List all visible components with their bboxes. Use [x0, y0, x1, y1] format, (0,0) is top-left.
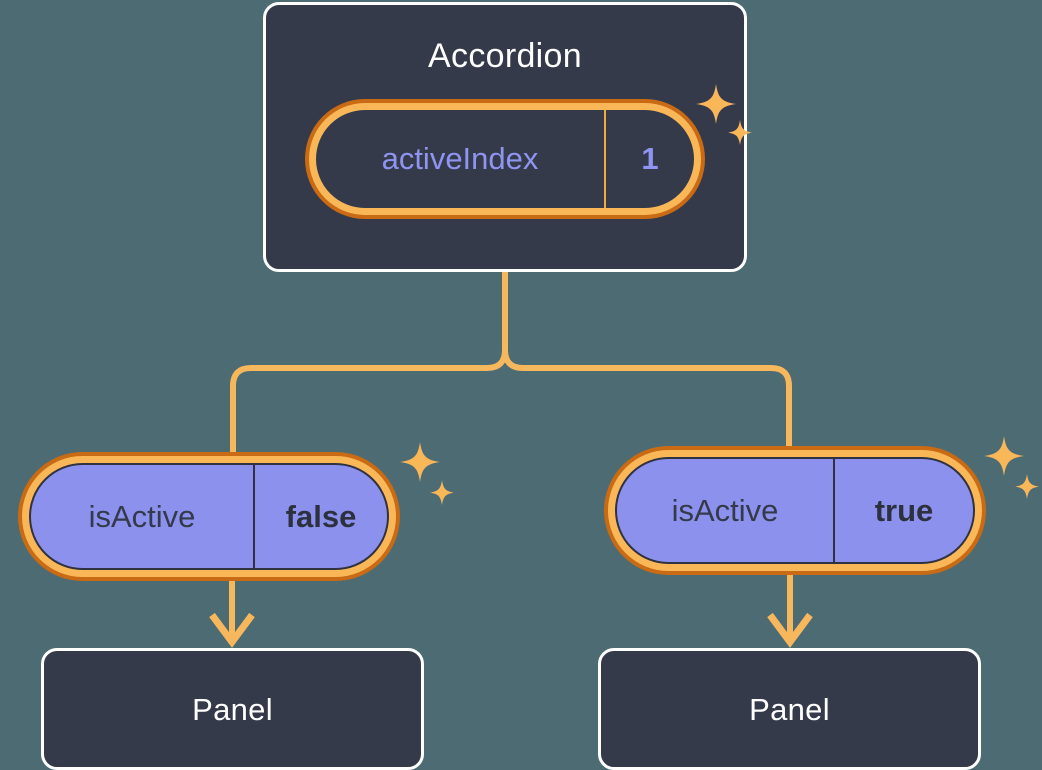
- panel-card-right-title: Panel: [749, 692, 830, 727]
- sparkle-small-icon: [1015, 474, 1039, 499]
- state-value-label: false: [285, 498, 357, 534]
- state-pill-is-active-true[interactable]: isActive true: [604, 446, 986, 575]
- sparkle-large-icon: [984, 436, 1024, 476]
- sparkle-large-icon: [400, 442, 440, 482]
- arrow-head-right: [767, 612, 813, 648]
- pill-divider: [253, 465, 255, 568]
- pill-body: activeIndex 1: [316, 110, 694, 208]
- panel-card-left-title: Panel: [192, 692, 273, 727]
- state-value-label: true: [874, 492, 934, 528]
- sparkles-right-icon: [984, 436, 1039, 499]
- arrow-head-left: [209, 612, 255, 648]
- state-pill-active-index[interactable]: activeIndex 1: [305, 99, 705, 219]
- pill-divider: [604, 110, 606, 208]
- panel-card-right[interactable]: Panel: [598, 648, 981, 770]
- state-key-label: isActive: [88, 498, 196, 534]
- panel-card-left[interactable]: Panel: [41, 648, 424, 770]
- pill-divider: [833, 459, 835, 562]
- connector-trunk: [230, 269, 508, 473]
- sparkles-left-icon: [400, 442, 454, 505]
- state-value-label: 1: [641, 141, 659, 176]
- sparkle-small-icon: [430, 480, 454, 505]
- pill-body: isActive false: [29, 463, 389, 570]
- state-key-label: isActive: [671, 492, 779, 528]
- state-key-label: activeIndex: [381, 141, 539, 176]
- state-pill-is-active-false[interactable]: isActive false: [18, 452, 400, 581]
- pill-body: isActive true: [615, 457, 975, 564]
- accordion-card-title: Accordion: [428, 37, 582, 75]
